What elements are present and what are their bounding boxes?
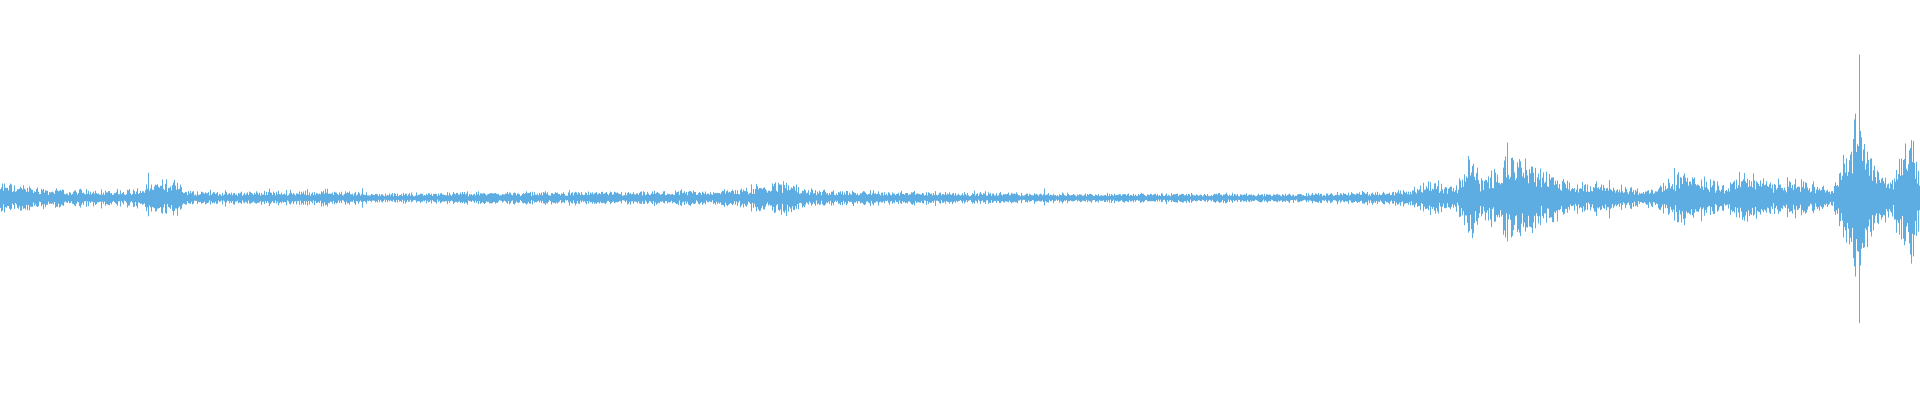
waveform-lines xyxy=(0,54,1920,324)
